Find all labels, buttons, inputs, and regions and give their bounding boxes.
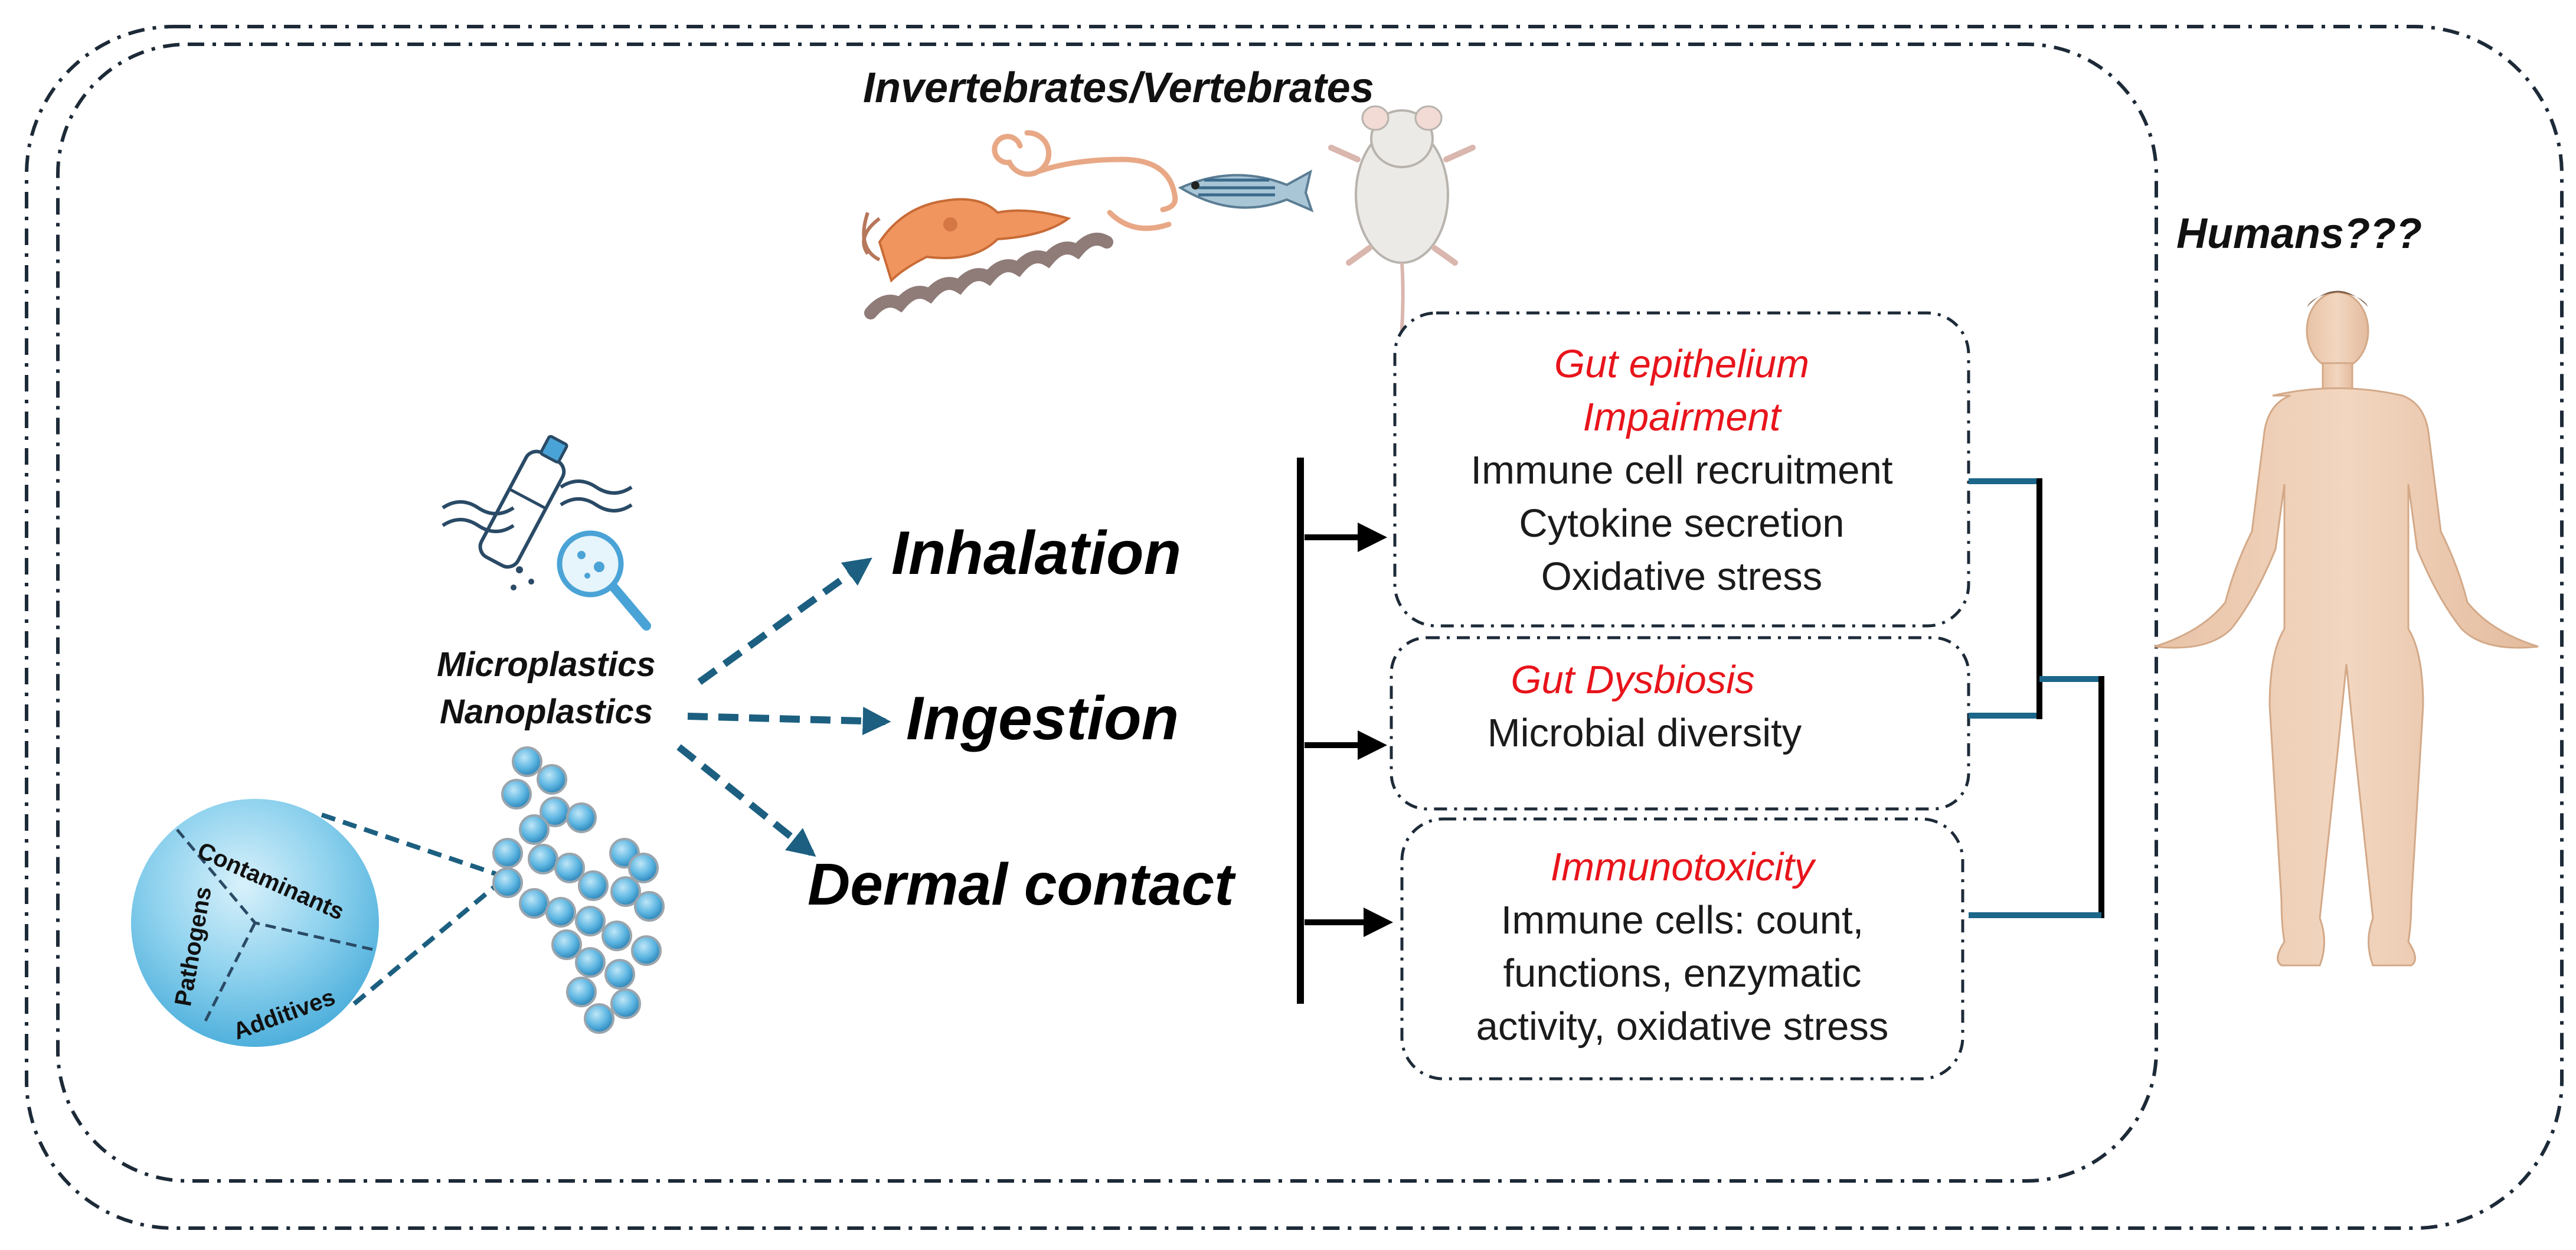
animals-heading: Invertebrates/Vertebrates (863, 64, 1374, 112)
ingestion-label: Ingestion (906, 684, 1179, 753)
gut-dysbiosis-item: Microbial diversity (1487, 711, 1802, 755)
gut-epithelium-title-1: Gut epithelium (1554, 342, 1809, 386)
zebrafish-icon (1178, 169, 1314, 213)
nematode-icon (864, 233, 1113, 319)
invertebrates-vertebrates-illustration (862, 105, 1476, 364)
inhalation-label: Inhalation (891, 519, 1182, 588)
microplastics-label: Microplastics (437, 645, 656, 684)
particle-components-sphere (131, 799, 379, 1047)
mouse-icon (1328, 105, 1476, 364)
effects-connector-bracket (1969, 478, 2104, 918)
human-figure-icon (2154, 291, 2539, 967)
nanoplastics-label: Nanoplastics (440, 693, 653, 731)
arrow-to-dermal (676, 744, 816, 857)
immunotoxicity-title: Immunotoxicity (1550, 845, 1815, 889)
flatworm-icon (878, 198, 1071, 283)
gut-epithelium-title-2: Impairment (1583, 395, 1781, 439)
microplastic-particles-icon (492, 746, 665, 1034)
sphere-to-particles-line-top (321, 812, 497, 876)
dermal-contact-label: Dermal contact (808, 851, 1234, 918)
gut-epithelium-item: Oxidative stress (1541, 554, 1823, 599)
immunotoxicity-item: Immune cells: count, (1501, 898, 1864, 942)
plastic-bottle-search-icon (442, 435, 651, 631)
gut-epithelium-item: Immune cell recruitment (1470, 448, 1893, 492)
immunotoxicity-item: functions, enzymatic (1503, 951, 1862, 996)
arrow-to-inhalation (697, 557, 872, 685)
sphere-to-particles-line-bottom (352, 883, 498, 1006)
inner-frame-animals (56, 43, 2158, 1183)
immunotoxicity-box (1400, 817, 1964, 1081)
gut-dysbiosis-title: Gut Dysbiosis (1511, 658, 1755, 702)
gut-epithelium-item: Cytokine secretion (1519, 501, 1845, 546)
outer-frame-humans (25, 25, 2564, 1230)
humans-heading: Humans??? (2176, 210, 2423, 257)
arrow-to-ingestion (687, 706, 891, 735)
spiral-worm-icon (992, 130, 1178, 213)
immunotoxicity-item: activity, oxidative stress (1476, 1004, 1889, 1049)
gut-dysbiosis-box (1390, 636, 1970, 811)
gut-epithelium-box (1393, 311, 1970, 628)
